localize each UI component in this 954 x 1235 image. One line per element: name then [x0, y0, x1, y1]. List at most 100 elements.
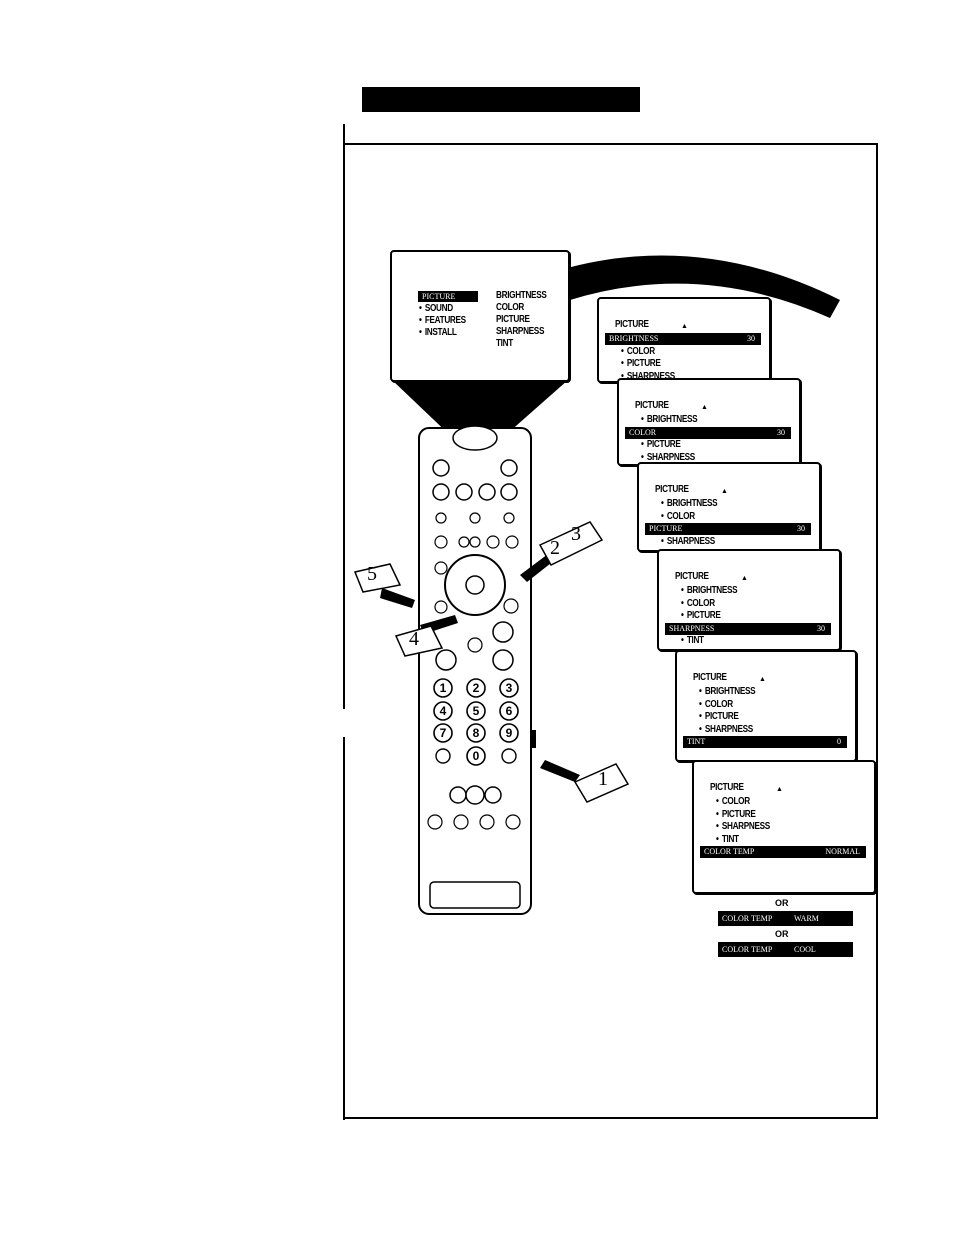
step-tag-5 [353, 563, 402, 593]
number-key-0[interactable] [466, 746, 486, 766]
small-button[interactable] [435, 512, 447, 524]
step-tag-4 [394, 625, 444, 657]
number-key-label: 1 [439, 681, 447, 695]
highlight-label: TINT [687, 737, 706, 746]
picture-screen-3: PICTURE▲BRIGHTNESSCOLORPICTURE30SHARPNES… [637, 462, 821, 552]
color-temp-cool-value: COOL [794, 945, 816, 954]
record-button[interactable] [427, 814, 443, 830]
picture-screen-1: PICTURE▲BRIGHTNESS30COLORPICTURESHARPNES… [597, 297, 771, 383]
ch-up-button[interactable] [492, 621, 514, 643]
tv-vcr-button[interactable] [432, 459, 450, 477]
frame-bottom-rule [343, 1117, 878, 1119]
screen-menu-item: SHARPNESS [699, 724, 753, 736]
remote-body [418, 427, 532, 915]
remote-side-button [532, 730, 536, 748]
keypad-side-button[interactable] [435, 748, 451, 764]
projection-beam [392, 380, 568, 440]
pip-on-off-button[interactable] [465, 785, 485, 805]
step-number-1: 1 [598, 768, 608, 790]
screen-highlight-bar: TINT 0 [683, 736, 847, 748]
number-key-2[interactable] [466, 678, 486, 698]
status-exit-button[interactable] [434, 600, 448, 614]
power-button[interactable] [500, 459, 518, 477]
pip-size-button[interactable] [484, 786, 502, 804]
screen-title: PICTURE [655, 484, 689, 495]
main-menu-item-sound: SOUND [419, 303, 453, 315]
screen-menu-item: TINT [716, 834, 739, 846]
number-key-7[interactable] [433, 723, 453, 743]
screen-title: PICTURE [635, 400, 669, 411]
number-key-label: 9 [505, 726, 513, 740]
number-key-label: 5 [472, 704, 480, 718]
scroll-up-icon: ▲ [681, 323, 688, 330]
highlight-label: SHARPNESS [669, 623, 715, 633]
small-button[interactable] [503, 512, 515, 524]
screen-menu-item: BRIGHTNESS [661, 498, 718, 510]
color-temp-cool-bar: COLOR TEMP COOL [718, 942, 853, 957]
highlight-value: 0 [837, 737, 841, 746]
auto-sound-button[interactable] [478, 483, 496, 501]
a-ch-button[interactable] [449, 786, 467, 804]
picture-screen-4: PICTURE▲BRIGHTNESSCOLORPICTURESHARPNESS3… [657, 549, 841, 651]
pip-ch-down-button[interactable] [458, 536, 470, 548]
picture-screen-2: PICTURE▲BRIGHTNESSCOLOR30PICTURESHARPNES… [617, 378, 801, 466]
number-key-8[interactable] [466, 723, 486, 743]
main-menu-sub-picture: PICTURE [496, 314, 530, 325]
auto-picture-button[interactable] [455, 483, 473, 501]
screen-title: PICTURE [710, 782, 744, 793]
screen-menu-item: BRIGHTNESS [681, 585, 738, 597]
number-key-1[interactable] [433, 678, 453, 698]
screen-menu-item: COLOR [681, 598, 715, 610]
personal-button[interactable] [505, 814, 521, 830]
freeze-button[interactable] [505, 535, 519, 549]
scroll-up-icon: ▲ [721, 488, 728, 495]
ch-down-button[interactable] [492, 649, 514, 671]
small-button[interactable] [469, 512, 481, 524]
number-key-label: 6 [505, 704, 513, 718]
number-key-4[interactable] [433, 701, 453, 721]
screen-menu-item: SHARPNESS [621, 371, 675, 382]
main-menu-screen: PICTURE SOUND FEATURES INSTALL BRIGHTNES… [390, 250, 570, 382]
main-menu-highlight: PICTURE [418, 291, 478, 302]
movies-button[interactable] [479, 814, 495, 830]
color-temp-warm-bar: COLOR TEMP WARM [718, 911, 853, 926]
frame-left-rule-lower [343, 737, 345, 1120]
highlight-value: 30 [817, 623, 825, 633]
mute-button[interactable] [467, 637, 483, 653]
source-button[interactable] [486, 535, 500, 549]
remote-battery-cover [429, 881, 521, 909]
nav-center-button[interactable] [465, 575, 485, 595]
step-tag-1 [573, 763, 630, 803]
number-key-3[interactable] [499, 678, 519, 698]
surf-button[interactable] [500, 483, 518, 501]
highlight-label: BRIGHTNESS [609, 334, 659, 343]
swap-button[interactable] [434, 535, 448, 549]
number-key-5[interactable] [466, 701, 486, 721]
sound-button[interactable] [434, 561, 448, 575]
frame-top-rule [343, 143, 878, 145]
scroll-up-icon: ▲ [759, 676, 766, 683]
step-number-5: 5 [367, 563, 377, 585]
screen-menu-item: SHARPNESS [641, 452, 695, 464]
screen-menu-item: PICTURE [641, 439, 681, 451]
smart-button[interactable] [503, 598, 519, 614]
screen-menu-item: PICTURE [716, 809, 756, 821]
number-key-6[interactable] [499, 701, 519, 721]
swoosh-arrow [560, 255, 840, 318]
screen-menu-item: COLOR [621, 346, 655, 358]
pip-ch-up-button[interactable] [469, 536, 481, 548]
highlight-label: COLOR TEMP [704, 847, 755, 856]
video-button[interactable] [453, 814, 469, 830]
highlight-value: 30 [747, 334, 755, 343]
keypad-side-button[interactable] [501, 748, 517, 764]
scroll-up-icon: ▲ [776, 786, 783, 793]
step-number-2: 2 [550, 537, 560, 559]
highlight-value: 30 [797, 524, 805, 533]
vol-down-button[interactable] [435, 649, 457, 671]
number-key-label: 2 [472, 681, 480, 695]
sleep-button[interactable] [432, 483, 450, 501]
number-key-9[interactable] [499, 723, 519, 743]
